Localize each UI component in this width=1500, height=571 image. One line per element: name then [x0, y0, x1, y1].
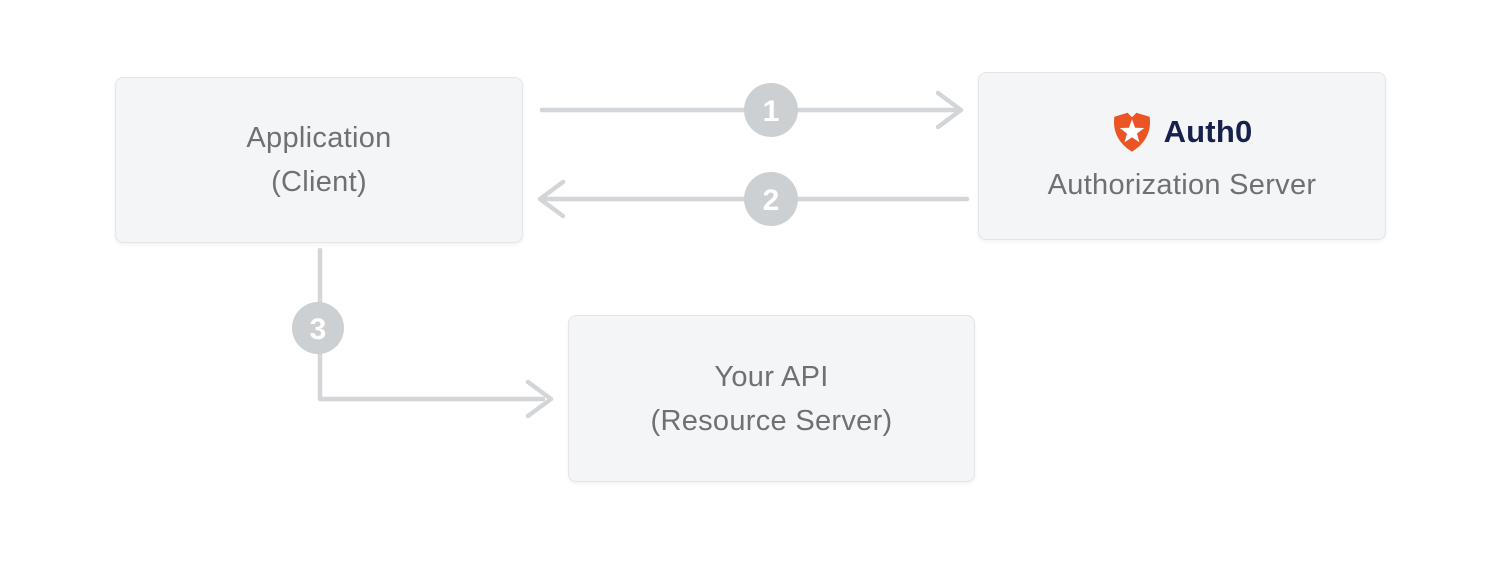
api-label-line2: (Resource Server) [650, 404, 893, 437]
step-2-number: 2 [763, 184, 780, 217]
auth0-logo-icon [1112, 110, 1152, 154]
arrow-3-line [317, 247, 546, 402]
arrow-2-head-icon [537, 179, 566, 219]
arrow-3-head-icon [525, 379, 554, 419]
step-2-circle [744, 172, 798, 226]
authorization-server-box: Auth0 Authorization Server [978, 72, 1386, 240]
authorization-server-label: Authorization Server [1047, 169, 1317, 201]
arrow-1-head-icon [935, 90, 964, 130]
step-1-circle [744, 83, 798, 137]
application-label-line1: Application [246, 122, 392, 154]
your-api-box: Your API (Resource Server) [568, 315, 975, 482]
step-3-circle [292, 302, 344, 354]
application-label-line2: (Client) [271, 166, 367, 198]
auth0-brand-name: Auth0 [1163, 114, 1253, 149]
api-label-line1: Your API [714, 360, 829, 393]
step-1-number: 1 [763, 95, 780, 128]
application-client-box: Application (Client) [115, 77, 523, 243]
step-3-number: 3 [310, 313, 327, 346]
auth0-brand-row: Auth0 [1112, 110, 1253, 154]
